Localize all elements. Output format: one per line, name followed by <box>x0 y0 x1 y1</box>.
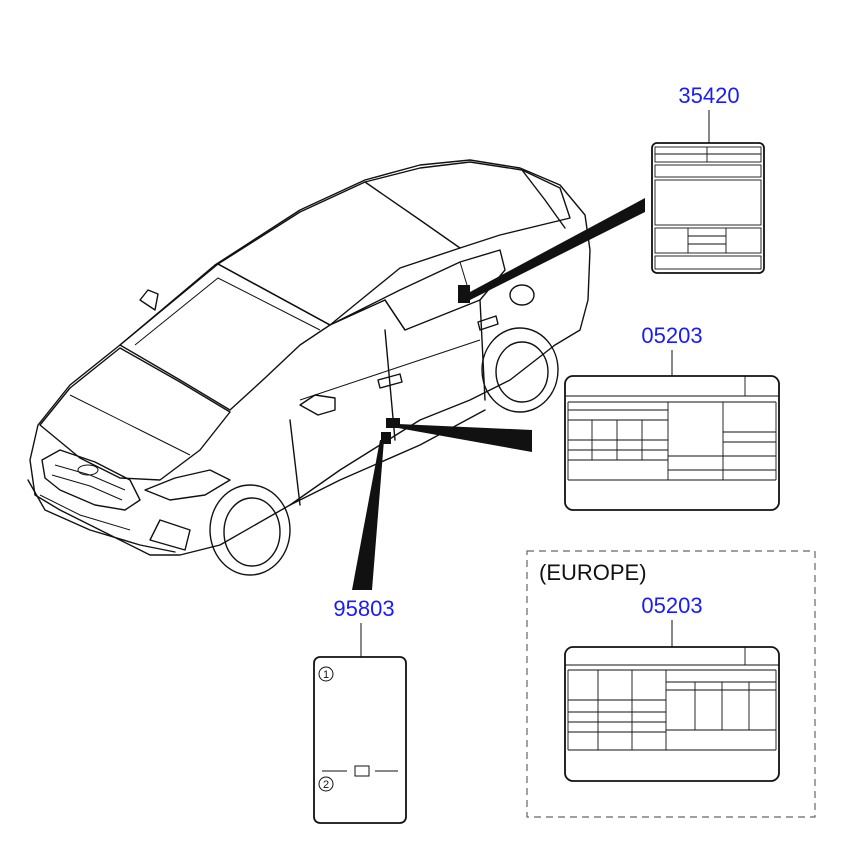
door-label-callout: 35420 <box>651 83 765 274</box>
europe-vin-label-graphic <box>564 646 780 782</box>
vin-label-callout: 05203 <box>564 323 780 511</box>
car-illustration <box>27 159 591 576</box>
part-number-95803: 95803 <box>333 596 394 621</box>
vin-label-marker <box>386 418 400 428</box>
part-number-05203-europe: 05203 <box>641 593 702 618</box>
door-label-graphic <box>651 142 765 274</box>
marker-2: 2 <box>323 779 329 791</box>
part-number-05203: 05203 <box>641 323 702 348</box>
pillar-label-marker <box>381 432 391 444</box>
marker-1: 1 <box>323 669 329 681</box>
leader-lines <box>352 198 645 590</box>
part-number-35420: 35420 <box>678 83 739 108</box>
door-label-marker <box>458 285 470 303</box>
pillar-label-graphic <box>313 656 407 824</box>
europe-region-border <box>526 550 816 818</box>
vin-label-graphic <box>564 375 780 511</box>
pillar-label-callout: 95803 1 2 <box>313 596 407 824</box>
europe-region-label: (EUROPE) <box>539 560 647 585</box>
europe-region: (EUROPE) 05203 <box>526 550 816 818</box>
